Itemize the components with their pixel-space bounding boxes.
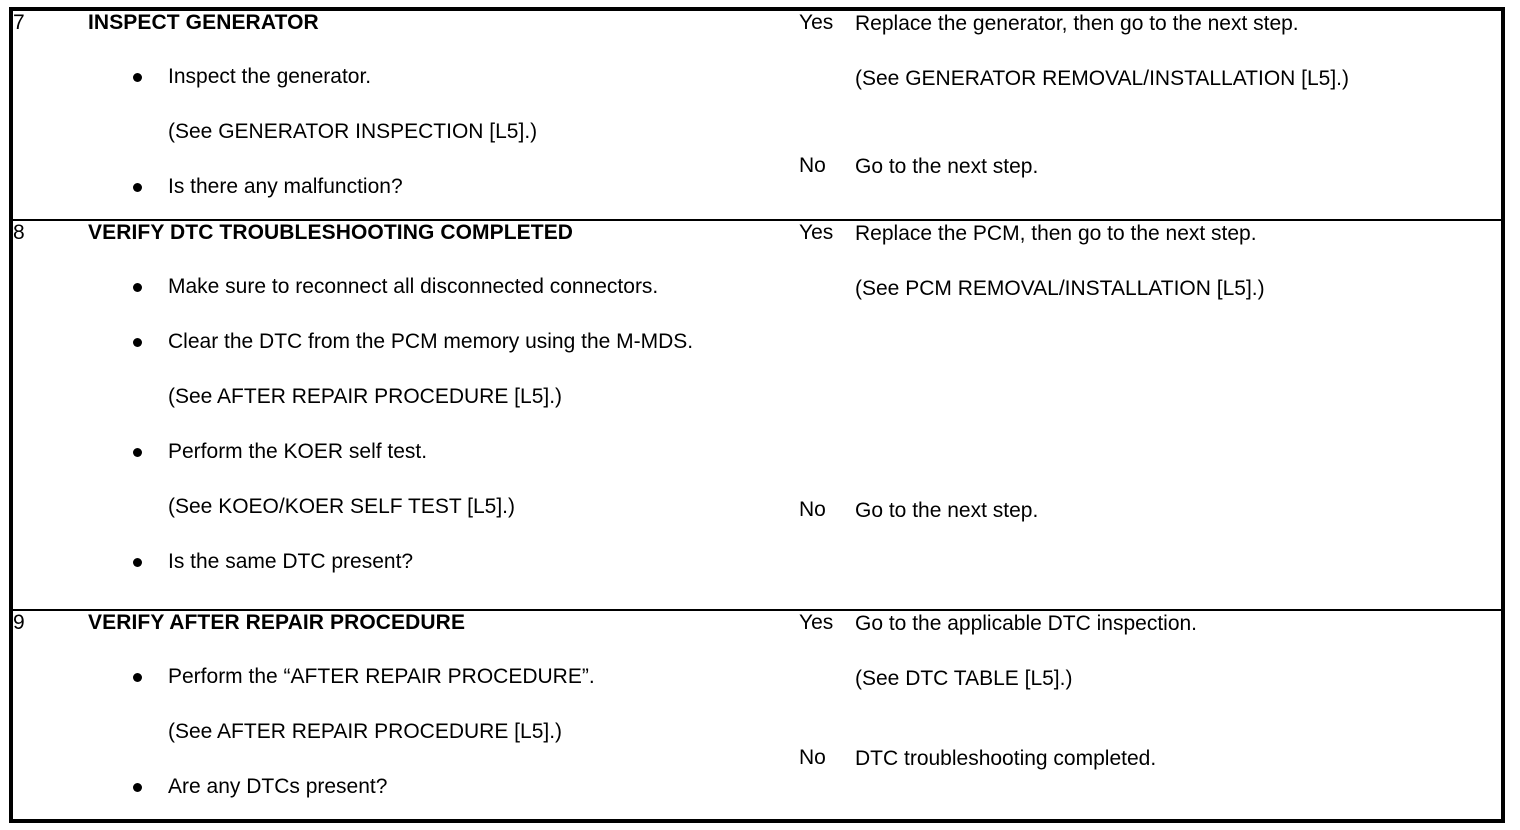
result-row-yes: Yes Replace the generator, then go to th… <box>799 11 1501 154</box>
list-item-label: Make sure to reconnect all disconnected … <box>168 274 659 298</box>
result-row-yes: Yes Replace the PCM, then go to the next… <box>799 220 1501 498</box>
list-item: Perform the KOER self test. <box>86 439 799 465</box>
result-row-no: No Go to the next step. <box>799 154 1501 219</box>
action-reference: (See DTC TABLE [L5].) <box>855 667 1073 691</box>
step-item-list: Is the same DTC present? <box>86 549 799 575</box>
bullet-icon <box>133 673 142 683</box>
result-label-cell: No <box>799 154 855 219</box>
bullet-icon <box>133 557 142 567</box>
step-number: 9 <box>13 611 25 635</box>
action-cell: DTC troubleshooting completed. <box>855 746 1501 819</box>
bullet-icon <box>133 337 142 347</box>
result-label-cell: Yes <box>799 11 855 154</box>
bullet-icon <box>133 73 142 82</box>
troubleshooting-table-frame: 7 INSPECT GENERATOR Inspect the generato… <box>9 7 1505 823</box>
list-item: Is there any malfunction? <box>86 174 799 200</box>
result-label-cell: Yes <box>799 611 855 747</box>
action-cell: Replace the PCM, then go to the next ste… <box>855 220 1501 498</box>
list-item: Inspect the generator. <box>86 64 799 90</box>
action-line: Replace the generator, then go to the ne… <box>855 12 1299 35</box>
step-item-list: Is there any malfunction? <box>86 174 799 200</box>
action-line: Go to the next step. <box>855 155 1039 178</box>
result-row-no: No DTC troubleshooting completed. <box>799 746 1501 819</box>
list-item: Perform the “AFTER REPAIR PROCEDURE”. <box>86 664 799 690</box>
action-cell: Replace the generator, then go to the ne… <box>855 11 1501 154</box>
result-label-yes: Yes <box>799 611 834 635</box>
action-reference: (See PCM REMOVAL/INSTALLATION [L5].) <box>855 276 1265 300</box>
result-label-cell: No <box>799 746 855 819</box>
step-item-list: Make sure to reconnect all disconnected … <box>86 274 799 355</box>
action-line: Replace the PCM, then go to the next ste… <box>855 221 1257 245</box>
result-action-grid: Yes Replace the generator, then go to th… <box>799 11 1501 219</box>
list-item: Is the same DTC present? <box>86 549 799 575</box>
step-item-list: Inspect the generator. <box>86 64 799 90</box>
table-row: 9 VERIFY AFTER REPAIR PROCEDURE Perform … <box>13 609 1501 819</box>
list-item: Make sure to reconnect all disconnected … <box>86 274 799 300</box>
bullet-icon <box>133 783 142 793</box>
list-item-label: Is there any malfunction? <box>168 175 403 198</box>
action-line: Go to the next step. <box>855 498 1039 522</box>
bullet-icon <box>133 183 142 192</box>
step-result-cell: Yes Replace the generator, then go to th… <box>799 11 1501 220</box>
result-action-grid: Yes Go to the applicable DTC inspection.… <box>799 611 1501 819</box>
step-title: VERIFY AFTER REPAIR PROCEDURE <box>88 611 466 635</box>
step-number-cell: 9 <box>13 609 86 819</box>
step-inspection-cell: VERIFY AFTER REPAIR PROCEDURE Perform th… <box>86 609 799 819</box>
action-cell: Go to the next step. <box>855 497 1501 610</box>
troubleshooting-table: 7 INSPECT GENERATOR Inspect the generato… <box>13 11 1501 819</box>
step-number: 8 <box>13 220 25 244</box>
result-row-no: No Go to the next step. <box>799 497 1501 610</box>
reference-note: (See AFTER REPAIR PROCEDURE [L5].) <box>168 384 563 408</box>
list-item-label: Is the same DTC present? <box>168 549 414 573</box>
reference-note: (See KOEO/KOER SELF TEST [L5].) <box>168 494 516 518</box>
result-label-cell: Yes <box>799 220 855 498</box>
result-label-cell: No <box>799 497 855 610</box>
step-item-list: Perform the KOER self test. <box>86 439 799 465</box>
result-action-grid: Yes Replace the PCM, then go to the next… <box>799 220 1501 610</box>
table-row: 7 INSPECT GENERATOR Inspect the generato… <box>13 11 1501 220</box>
step-result-cell: Yes Go to the applicable DTC inspection.… <box>799 609 1501 819</box>
list-item-label: Perform the “AFTER REPAIR PROCEDURE”. <box>168 665 595 689</box>
bullet-icon <box>133 282 142 292</box>
step-title: INSPECT GENERATOR <box>88 11 319 34</box>
result-label-yes: Yes <box>799 220 834 244</box>
reference-note: (See AFTER REPAIR PROCEDURE [L5].) <box>168 720 563 744</box>
list-item: Clear the DTC from the PCM memory using … <box>86 329 799 355</box>
action-cell: Go to the next step. <box>855 154 1501 219</box>
action-reference: (See GENERATOR REMOVAL/INSTALLATION [L5]… <box>855 67 1350 90</box>
action-cell: Go to the applicable DTC inspection. (Se… <box>855 611 1501 747</box>
step-inspection-cell: INSPECT GENERATOR Inspect the generator.… <box>86 11 799 220</box>
result-label-yes: Yes <box>799 11 834 34</box>
action-line: DTC troubleshooting completed. <box>855 747 1157 771</box>
step-number: 7 <box>13 11 25 34</box>
result-label-no: No <box>799 497 826 521</box>
bullet-icon <box>133 447 142 457</box>
step-result-cell: Yes Replace the PCM, then go to the next… <box>799 218 1501 611</box>
step-item-list: Are any DTCs present? <box>86 774 799 800</box>
reference-note: (See GENERATOR INSPECTION [L5].) <box>168 120 538 143</box>
step-inspection-cell: VERIFY DTC TROUBLESHOOTING COMPLETED Mak… <box>86 218 799 611</box>
step-title: VERIFY DTC TROUBLESHOOTING COMPLETED <box>88 220 574 244</box>
list-item-label: Perform the KOER self test. <box>168 439 428 463</box>
list-item-label: Are any DTCs present? <box>168 775 388 799</box>
result-label-no: No <box>799 154 826 177</box>
step-number-cell: 7 <box>13 11 86 220</box>
step-item-list: Perform the “AFTER REPAIR PROCEDURE”. <box>86 664 799 690</box>
list-item-label: Inspect the generator. <box>168 65 372 88</box>
list-item: Are any DTCs present? <box>86 774 799 800</box>
result-row-yes: Yes Go to the applicable DTC inspection.… <box>799 611 1501 747</box>
action-line: Go to the applicable DTC inspection. <box>855 612 1198 636</box>
table-row: 8 VERIFY DTC TROUBLESHOOTING COMPLETED M… <box>13 218 1501 611</box>
result-label-no: No <box>799 746 826 770</box>
step-number-cell: 8 <box>13 218 86 611</box>
list-item-label: Clear the DTC from the PCM memory using … <box>168 329 694 353</box>
